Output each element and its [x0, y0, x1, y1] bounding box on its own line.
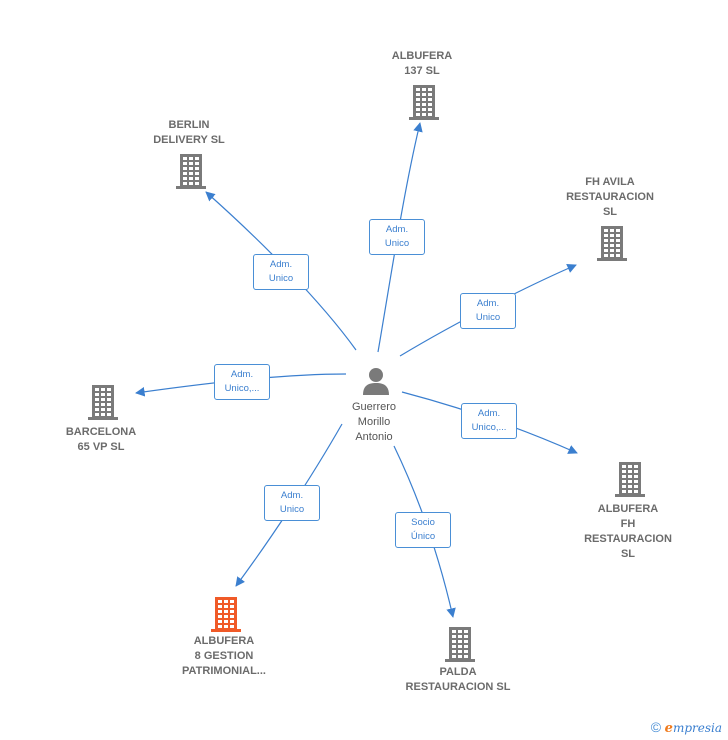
copyright-symbol: © [650, 719, 662, 735]
relation-label[interactable]: Socio Único [395, 512, 451, 548]
relation-label[interactable]: Adm. Unico [264, 485, 320, 521]
company-barcelona-65-label[interactable]: BARCELONA 65 VP SL [65, 426, 137, 453]
building-icon[interactable] [408, 84, 440, 120]
company-palda-label[interactable]: PALDA RESTAURACION SL [405, 666, 511, 693]
building-icon[interactable] [87, 384, 119, 420]
brand-initial: e [664, 721, 673, 736]
company-albufera-137-label[interactable]: ALBUFERA 137 SL [391, 50, 453, 77]
company-fh-avila-label[interactable]: FH AVILA RESTAURACION SL [566, 176, 654, 218]
center-person-name[interactable]: Guerrero Morillo Antonio [351, 401, 397, 443]
building-icon[interactable] [444, 626, 476, 662]
building-icon[interactable] [210, 596, 242, 632]
relation-label[interactable]: Adm. Unico,... [214, 364, 270, 400]
building-icon[interactable] [175, 153, 207, 189]
brand-name: mpresia [672, 721, 722, 735]
relation-label[interactable]: Adm. Unico,... [461, 403, 517, 439]
footer-brand: © empresia [651, 719, 722, 736]
person-icon[interactable] [361, 366, 391, 396]
relation-label[interactable]: Adm. Unico [253, 254, 309, 290]
relation-label[interactable]: Adm. Unico [369, 219, 425, 255]
company-albufera-fh-label[interactable]: ALBUFERA FH RESTAURACION SL [584, 503, 672, 560]
company-albufera-8-label[interactable]: ALBUFERA 8 GESTION PATRIMONIAL... [182, 635, 266, 677]
building-icon[interactable] [614, 461, 646, 497]
building-icon[interactable] [596, 225, 628, 261]
relation-label[interactable]: Adm. Unico [460, 293, 516, 329]
company-berlin-delivery-label[interactable]: BERLIN DELIVERY SL [153, 119, 225, 146]
